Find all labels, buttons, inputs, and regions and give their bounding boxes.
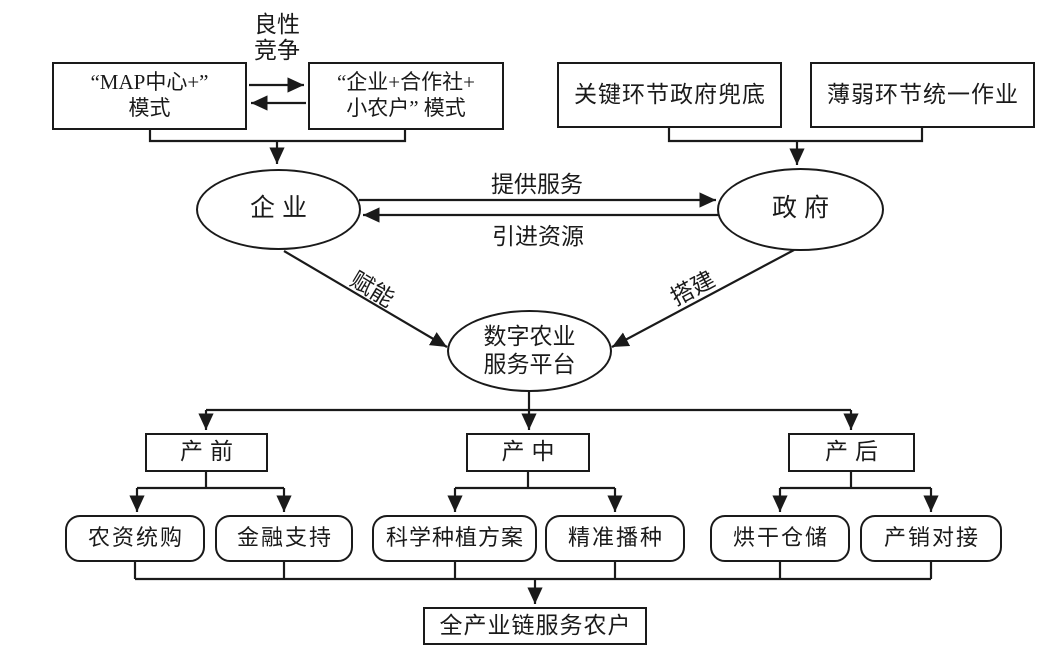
edge-pre-split (137, 470, 284, 490)
node-drying-storage: 烘干仓储 (710, 515, 850, 562)
node-map-mode: “MAP中心+” 模式 (52, 62, 247, 130)
edge-build (611, 249, 795, 348)
node-weak-unified: 薄弱环节统一作业 (810, 62, 1035, 128)
node-map-mode-line1: “MAP中心+” (90, 70, 209, 95)
node-weak-unified-label: 薄弱环节统一作业 (827, 81, 1019, 107)
node-gov-backstop-label: 关键环节政府兜底 (574, 81, 766, 107)
label-benign-competition: 良性 竞争 (237, 12, 317, 64)
edge-empower (283, 250, 448, 348)
node-pre-production-label: 产前 (180, 439, 240, 465)
node-map-mode-line2: 模式 (128, 96, 171, 120)
node-mid-production: 产中 (466, 433, 590, 472)
node-drying-storage-label: 烘干仓储 (732, 525, 829, 551)
node-government-label: 政府 (771, 195, 836, 223)
node-scientific-planting: 科学种植方案 (372, 515, 537, 562)
node-platform-line1: 数字农业 (483, 323, 576, 349)
edge-bottom-drops (133, 560, 933, 579)
node-sales-matching: 产销对接 (860, 515, 1002, 562)
label-introduce-resources: 引进资源 (492, 224, 584, 249)
label-benign-competition-line2: 竞争 (254, 37, 300, 63)
node-financial-support: 金融支持 (215, 515, 353, 562)
node-enterprise-label: 企业 (249, 195, 314, 223)
node-gov-backstop: 关键环节政府兜底 (557, 62, 782, 128)
node-mid-production-label: 产中 (501, 439, 562, 465)
node-agri-supply-purchase: 农资统购 (65, 515, 205, 562)
node-platform-line2: 服务平台 (483, 352, 576, 377)
node-coop-mode-line1: “企业+合作社+ (336, 70, 475, 95)
node-post-production: 产后 (788, 433, 915, 472)
node-precise-seeding-label: 精准播种 (567, 525, 664, 551)
node-agri-supply-purchase-label: 农资统购 (87, 525, 184, 551)
node-full-chain-service: 全产业链服务农户 (423, 607, 647, 645)
label-provide-services: 提供服务 (491, 172, 583, 197)
node-enterprise: 企业 (196, 169, 361, 250)
edge-right-merge (667, 126, 924, 143)
node-scientific-planting-label: 科学种植方案 (385, 525, 524, 551)
node-coop-mode-line2: 小农户” 模式 (346, 96, 466, 120)
label-benign-competition-line1: 良性 (254, 12, 300, 37)
node-government: 政府 (717, 168, 884, 251)
node-sales-matching-label: 产销对接 (883, 525, 980, 551)
node-platform: 数字农业 服务平台 (447, 310, 612, 392)
node-pre-production: 产前 (145, 433, 268, 472)
node-coop-mode: “企业+合作社+ 小农户” 模式 (308, 62, 504, 130)
node-financial-support-label: 金融支持 (236, 525, 333, 551)
edge-post-split (780, 470, 931, 490)
node-precise-seeding: 精准播种 (545, 515, 685, 562)
node-full-chain-service-label: 全产业链服务农户 (439, 612, 632, 638)
node-post-production-label: 产后 (825, 439, 885, 465)
edge-mid-split (455, 470, 615, 490)
